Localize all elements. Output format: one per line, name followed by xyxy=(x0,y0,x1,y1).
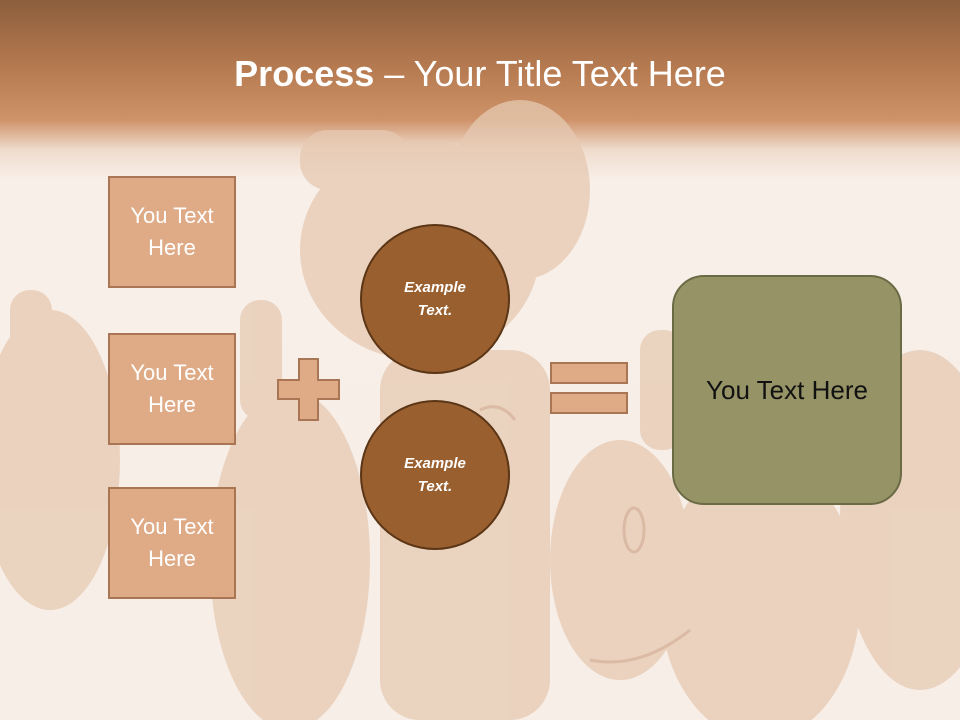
title-rest: – Your Title Text Here xyxy=(374,53,726,94)
example-circle-2[interactable]: Example Text. xyxy=(360,400,510,550)
text-box-2-label: You Text Here xyxy=(130,360,214,417)
text-box-3[interactable]: You Text Here xyxy=(108,487,236,599)
example-circle-1-label: Example Text. xyxy=(404,279,466,319)
slide-title: Process – Your Title Text Here xyxy=(0,52,960,96)
result-box-label: You Text Here xyxy=(706,374,868,405)
result-box[interactable]: You Text Here xyxy=(672,275,902,505)
text-box-2[interactable]: You Text Here xyxy=(108,333,236,445)
example-circle-2-label: Example Text. xyxy=(404,455,466,495)
title-bold: Process xyxy=(234,53,375,94)
equals-sign-icon xyxy=(550,362,628,414)
text-box-1[interactable]: You Text Here xyxy=(108,176,236,288)
plus-sign-icon xyxy=(277,358,340,421)
text-box-1-label: You Text Here xyxy=(130,203,214,260)
text-box-3-label: You Text Here xyxy=(130,514,214,571)
example-circle-1[interactable]: Example Text. xyxy=(360,224,510,374)
